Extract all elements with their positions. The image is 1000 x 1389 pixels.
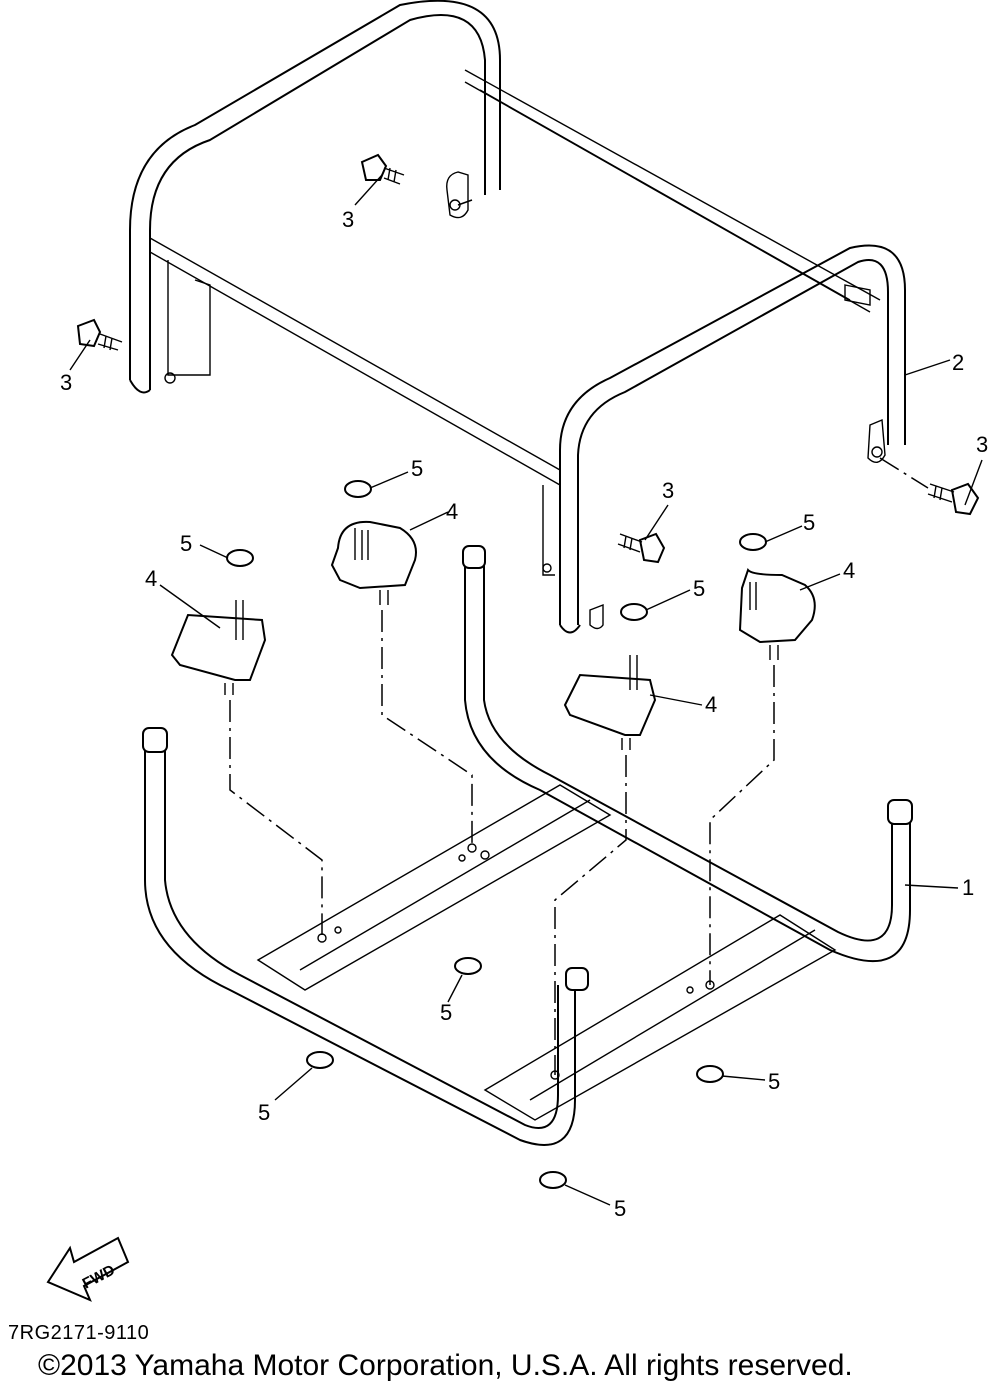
callout-4-center: 4 bbox=[705, 692, 717, 717]
nut-part-5 bbox=[226, 480, 767, 1189]
callout-5-upper: 5 bbox=[411, 456, 423, 481]
lower-frame-part-1 bbox=[142, 545, 913, 1146]
callout-5-base-bottom: 5 bbox=[614, 1196, 626, 1221]
callout-4-left: 4 bbox=[145, 566, 157, 591]
callout-1: 1 bbox=[962, 875, 974, 900]
callout-5-base-right: 5 bbox=[768, 1069, 780, 1094]
callout-5-base-left: 5 bbox=[258, 1100, 270, 1125]
callout-4-right: 4 bbox=[843, 558, 855, 583]
mount-part-4 bbox=[170, 520, 816, 750]
callout-labels: 1 2 3 3 3 3 4 4 4 4 5 5 5 5 5 5 5 5 bbox=[60, 207, 988, 1221]
copyright-notice: ©2013 Yamaha Motor Corporation, U.S.A. A… bbox=[38, 1349, 853, 1382]
installation-lines bbox=[229, 610, 775, 1075]
upper-frame-part-2 bbox=[129, 0, 906, 634]
callout-5-right: 5 bbox=[803, 510, 815, 535]
diagram-code: 7RG2171-9110 bbox=[8, 1322, 150, 1344]
callout-3-top: 3 bbox=[342, 207, 354, 232]
callout-5-center: 5 bbox=[693, 576, 705, 601]
callout-5-left: 5 bbox=[180, 531, 192, 556]
callout-4-upper-left: 4 bbox=[446, 499, 458, 524]
callout-3-right: 3 bbox=[976, 432, 988, 457]
fwd-arrow-icon: FWD bbox=[46, 1236, 130, 1302]
callout-3-center: 3 bbox=[662, 478, 674, 503]
bolt-part-3 bbox=[76, 153, 980, 564]
callout-2: 2 bbox=[952, 350, 964, 375]
leader-lines bbox=[69, 174, 983, 1206]
callout-3-left: 3 bbox=[60, 370, 72, 395]
callout-5-base-center: 5 bbox=[440, 1000, 452, 1025]
